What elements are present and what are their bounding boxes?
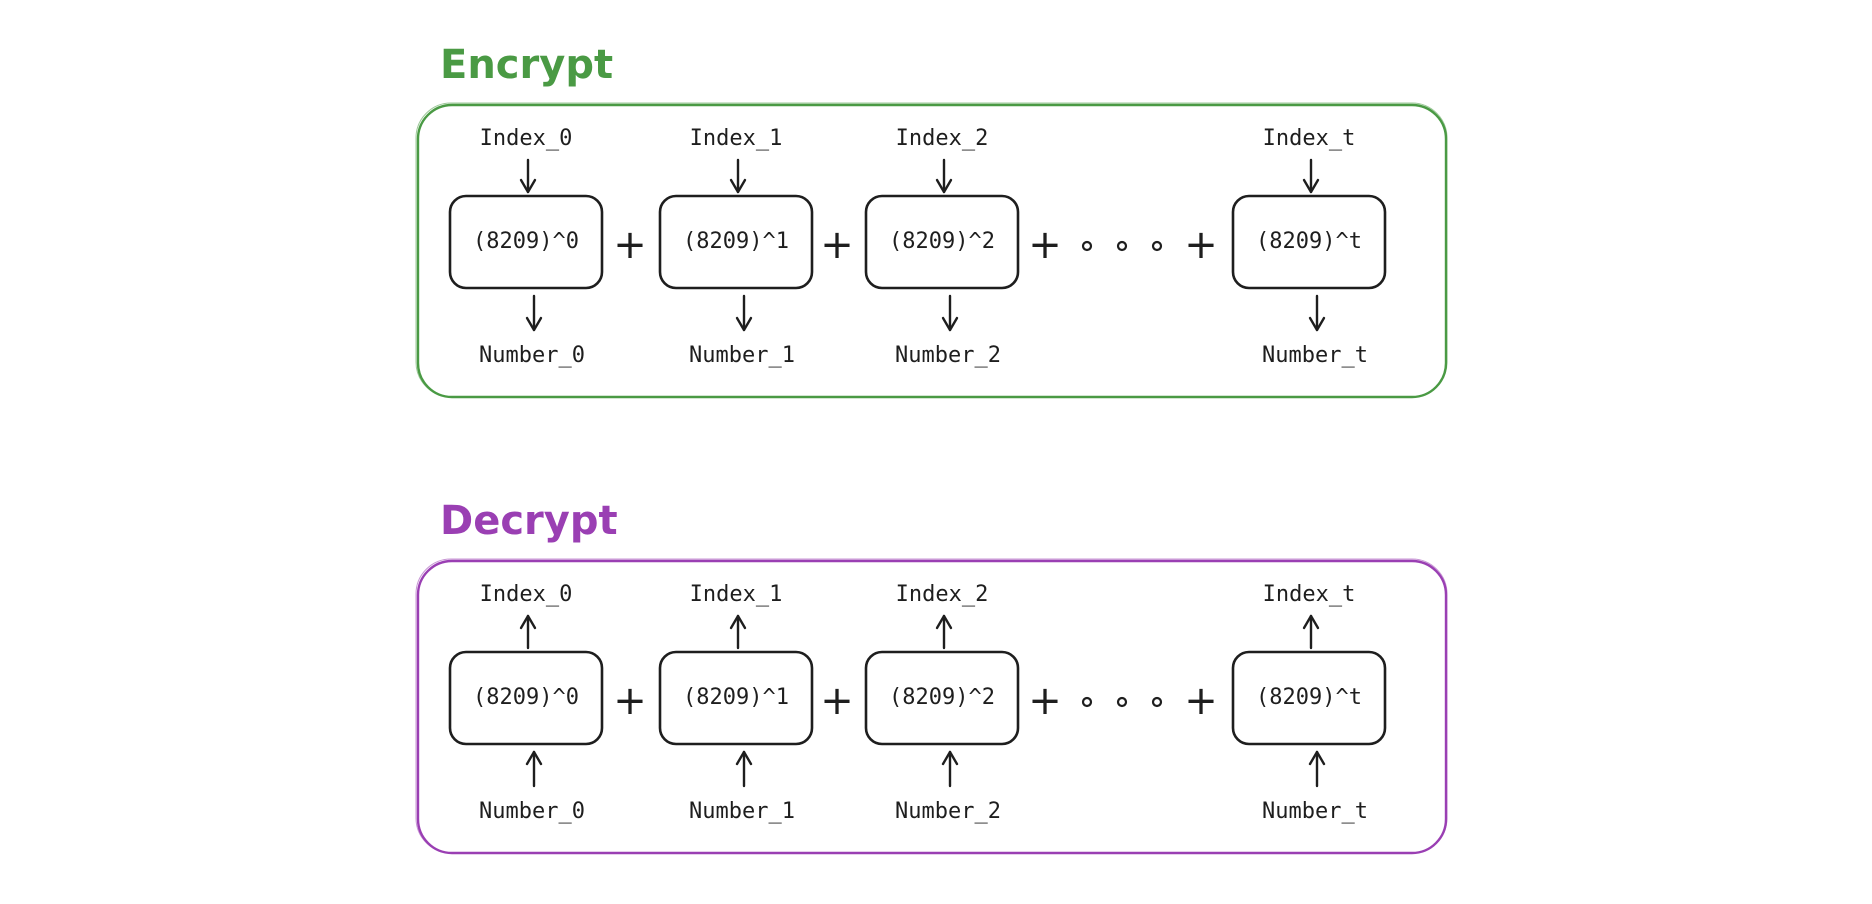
- decrypt-index-label-2: Index_2: [896, 582, 989, 607]
- decrypt-title: Decrypt: [440, 498, 618, 544]
- decrypt-arrowhead-in-2: [935, 614, 953, 630]
- encrypt-plus-sign-2: +: [1028, 222, 1062, 268]
- decrypt-number-label-3: Number_t: [1262, 799, 1368, 824]
- encrypt-ellipsis-dot-0: [1081, 240, 1093, 252]
- encrypt-plus-sign-3: +: [1184, 222, 1218, 268]
- encrypt-term-box-0: [448, 194, 604, 290]
- decrypt-index-label-3: Index_t: [1263, 582, 1356, 607]
- decrypt-term-box-3: [1231, 650, 1387, 746]
- encrypt-term-expr-1: (8209)^1: [683, 229, 789, 254]
- decrypt-number-label-2: Number_2: [895, 799, 1001, 824]
- decrypt-plus-sign-0: +: [613, 678, 647, 724]
- encrypt-arrowhead-in-3: [1302, 178, 1320, 194]
- encrypt-ellipsis-dot-1: [1116, 240, 1128, 252]
- decrypt-index-label-0: Index_0: [480, 582, 573, 607]
- encrypt-index-label-2: Index_2: [896, 126, 989, 151]
- decrypt-term-expr-3: (8209)^t: [1256, 685, 1362, 710]
- encrypt-plus-sign-1: +: [820, 222, 854, 268]
- encrypt-arrowhead-in-2: [935, 178, 953, 194]
- decrypt-ellipsis-dot-0: [1081, 696, 1093, 708]
- decrypt-ellipsis-dot-1: [1116, 696, 1128, 708]
- decrypt-arrowhead-in-1: [729, 614, 747, 630]
- encrypt-term-expr-3: (8209)^t: [1256, 229, 1362, 254]
- encrypt-term-box-2: [864, 194, 1020, 290]
- encrypt-number-label-3: Number_t: [1262, 343, 1368, 368]
- decrypt-arrowhead-out-1: [735, 750, 753, 766]
- decrypt-index-label-1: Index_1: [690, 582, 783, 607]
- encrypt-arrowhead-out-3: [1308, 316, 1326, 332]
- encrypt-arrowhead-out-1: [735, 316, 753, 332]
- decrypt-plus-sign-1: +: [820, 678, 854, 724]
- encrypt-plus-sign-0: +: [613, 222, 647, 268]
- decrypt-plus-sign-3: +: [1184, 678, 1218, 724]
- decrypt-term-box-2: [864, 650, 1020, 746]
- encrypt-term-box-1: [658, 194, 814, 290]
- encrypt-index-label-0: Index_0: [480, 126, 573, 151]
- decrypt-term-box-1: [658, 650, 814, 746]
- decrypt-arrowhead-in-0: [519, 614, 537, 630]
- encrypt-number-label-0: Number_0: [479, 343, 585, 368]
- encrypt-number-label-2: Number_2: [895, 343, 1001, 368]
- encrypt-number-label-1: Number_1: [689, 343, 795, 368]
- encrypt-arrowhead-out-0: [525, 316, 543, 332]
- encrypt-term-box-3: [1231, 194, 1387, 290]
- decrypt-term-expr-1: (8209)^1: [683, 685, 789, 710]
- decrypt-number-label-0: Number_0: [479, 799, 585, 824]
- decrypt-term-expr-0: (8209)^0: [473, 685, 579, 710]
- encrypt-index-label-1: Index_1: [690, 126, 783, 151]
- decrypt-arrowhead-in-3: [1302, 614, 1320, 630]
- encrypt-container-sketch: [415, 102, 1448, 398]
- encrypt-arrowhead-in-1: [729, 178, 747, 194]
- decrypt-term-expr-2: (8209)^2: [889, 685, 995, 710]
- decrypt-container-sketch: [415, 558, 1448, 854]
- decrypt-plus-sign-2: +: [1028, 678, 1062, 724]
- encrypt-arrowhead-out-2: [941, 316, 959, 332]
- decrypt-number-label-1: Number_1: [689, 799, 795, 824]
- decrypt-ellipsis-dot-2: [1151, 696, 1163, 708]
- encrypt-term-expr-0: (8209)^0: [473, 229, 579, 254]
- encrypt-index-label-3: Index_t: [1263, 126, 1356, 151]
- decrypt-arrowhead-out-3: [1308, 750, 1326, 766]
- decrypt-arrowhead-out-2: [941, 750, 959, 766]
- decrypt-arrowhead-out-0: [525, 750, 543, 766]
- encrypt-arrowhead-in-0: [519, 178, 537, 194]
- decrypt-term-box-0: [448, 650, 604, 746]
- encrypt-title: Encrypt: [440, 42, 613, 88]
- encrypt-term-expr-2: (8209)^2: [889, 229, 995, 254]
- encrypt-ellipsis-dot-2: [1151, 240, 1163, 252]
